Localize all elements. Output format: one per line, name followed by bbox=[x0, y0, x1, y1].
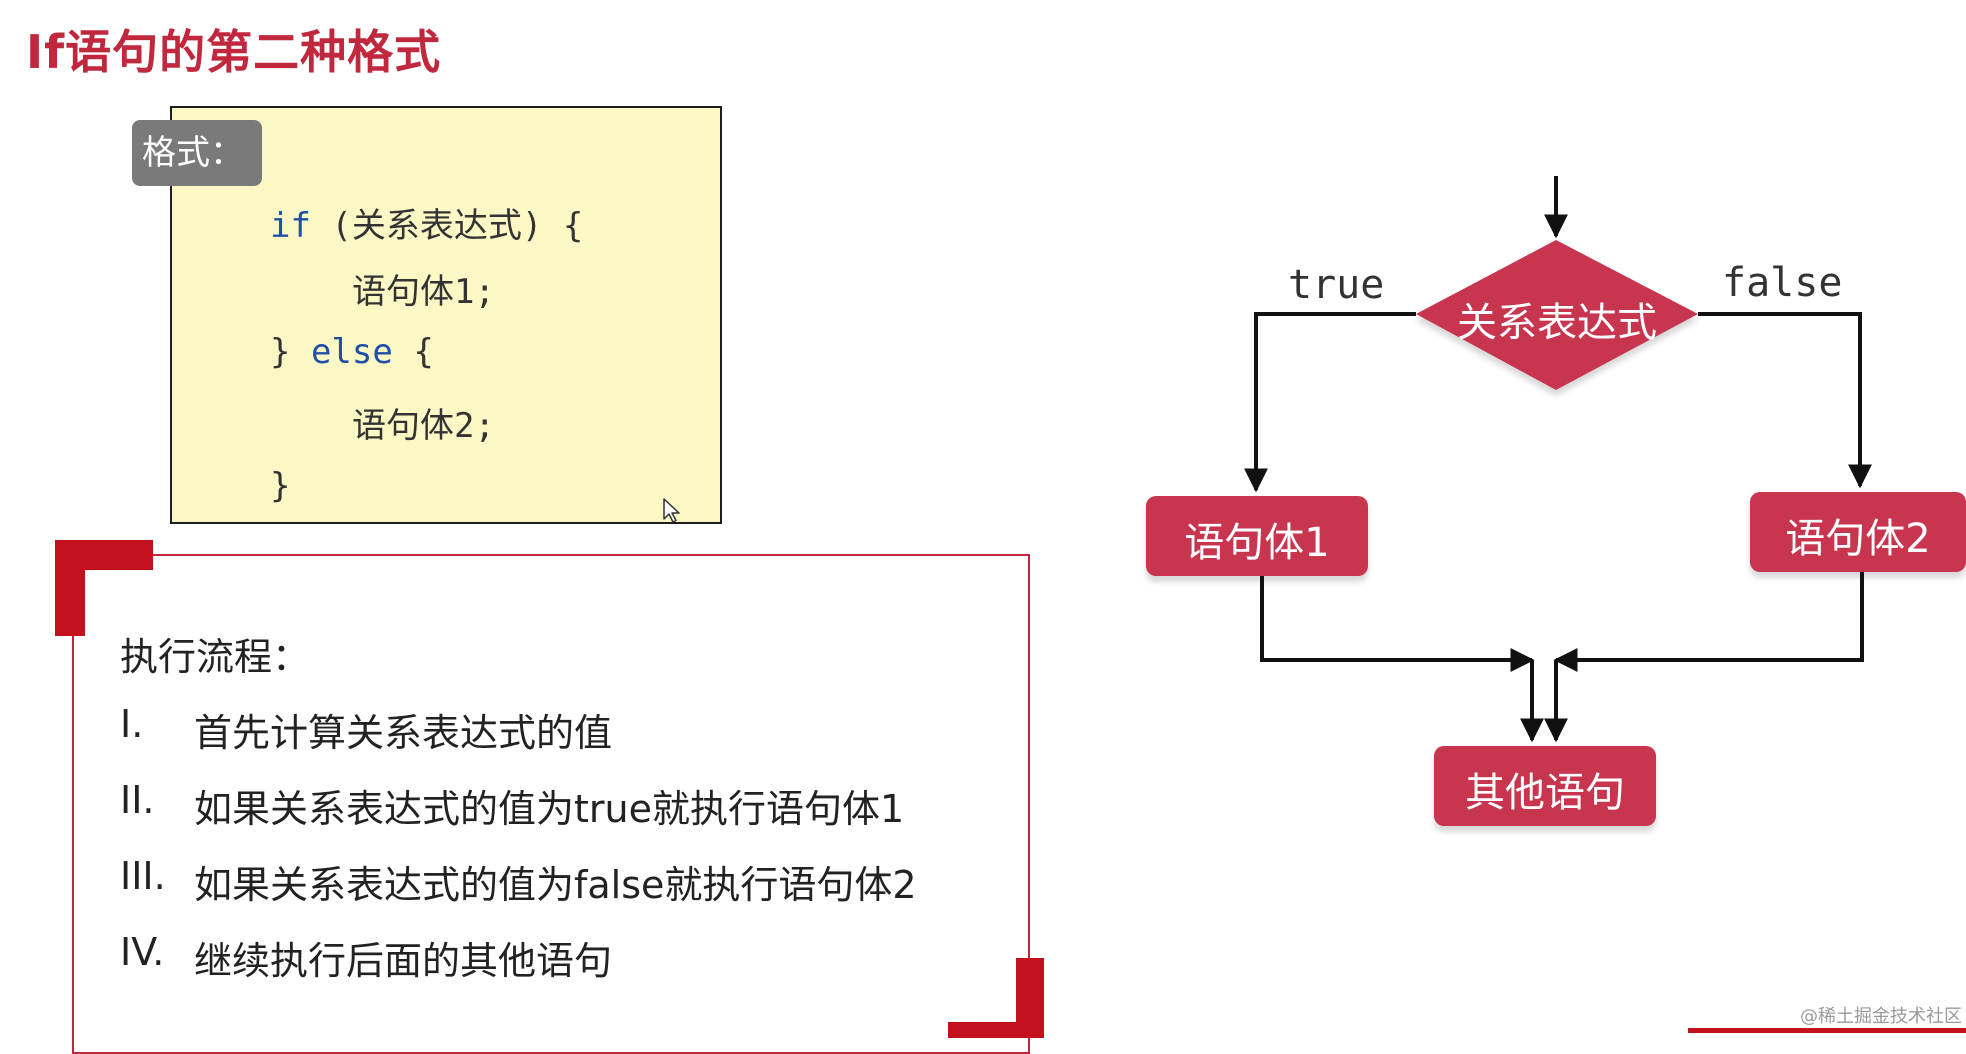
merge-line-right bbox=[1553, 572, 1864, 672]
step-text: 如果关系表达式的值为true就执行语句体1 bbox=[194, 787, 905, 831]
decision-label: 关系表达式 bbox=[1457, 300, 1657, 346]
code-line-close: } bbox=[270, 466, 291, 506]
statement-box-2 bbox=[1750, 492, 1966, 572]
bottom-accent-line bbox=[1688, 1028, 1966, 1033]
step-number: I. bbox=[120, 702, 144, 746]
step-number: II. bbox=[120, 778, 155, 822]
step-number: III. bbox=[120, 854, 166, 898]
else-keyword: else bbox=[310, 332, 393, 372]
statement-box-1 bbox=[1146, 496, 1368, 576]
code-line-else: } else { bbox=[270, 332, 434, 372]
true-label: true bbox=[1288, 262, 1385, 308]
code-box bbox=[170, 106, 722, 524]
step-number: IV. bbox=[120, 930, 165, 974]
else-open-brace: { bbox=[392, 332, 434, 372]
watermark: @稀土掘金技术社区 bbox=[1800, 1006, 1962, 1027]
box2-label: 语句体2 bbox=[1785, 516, 1931, 562]
box-other-label: 其他语句 bbox=[1465, 770, 1625, 816]
code-line-if: if (关系表达式) { bbox=[270, 198, 583, 247]
page-title: If语句的第二种格式 bbox=[26, 25, 442, 79]
false-label: false bbox=[1722, 260, 1843, 306]
code-line-body1: 语句体1; bbox=[352, 272, 495, 312]
statement-box-other bbox=[1434, 746, 1656, 826]
merge-line-left bbox=[1260, 576, 1535, 672]
flow-heading: 执行流程： bbox=[120, 635, 311, 679]
step-text: 如果关系表达式的值为false就执行语句体2 bbox=[194, 863, 917, 907]
true-branch-line bbox=[1244, 312, 1416, 493]
box1-label: 语句体1 bbox=[1184, 520, 1330, 566]
format-badge: 格式： bbox=[132, 120, 262, 186]
false-branch-line bbox=[1698, 312, 1872, 489]
mouse-cursor-icon bbox=[663, 498, 680, 523]
decision-diamond bbox=[1416, 240, 1698, 390]
code-line-body2: 语句体2; bbox=[352, 406, 495, 446]
if-condition: (关系表达式) { bbox=[310, 206, 584, 246]
corner-decoration-top-left-bar bbox=[55, 540, 153, 570]
step-text: 首先计算关系表达式的值 bbox=[194, 711, 613, 755]
if-keyword: if bbox=[270, 206, 311, 246]
step-text: 继续执行后面的其他语句 bbox=[194, 939, 613, 983]
else-brace: } bbox=[270, 332, 311, 372]
